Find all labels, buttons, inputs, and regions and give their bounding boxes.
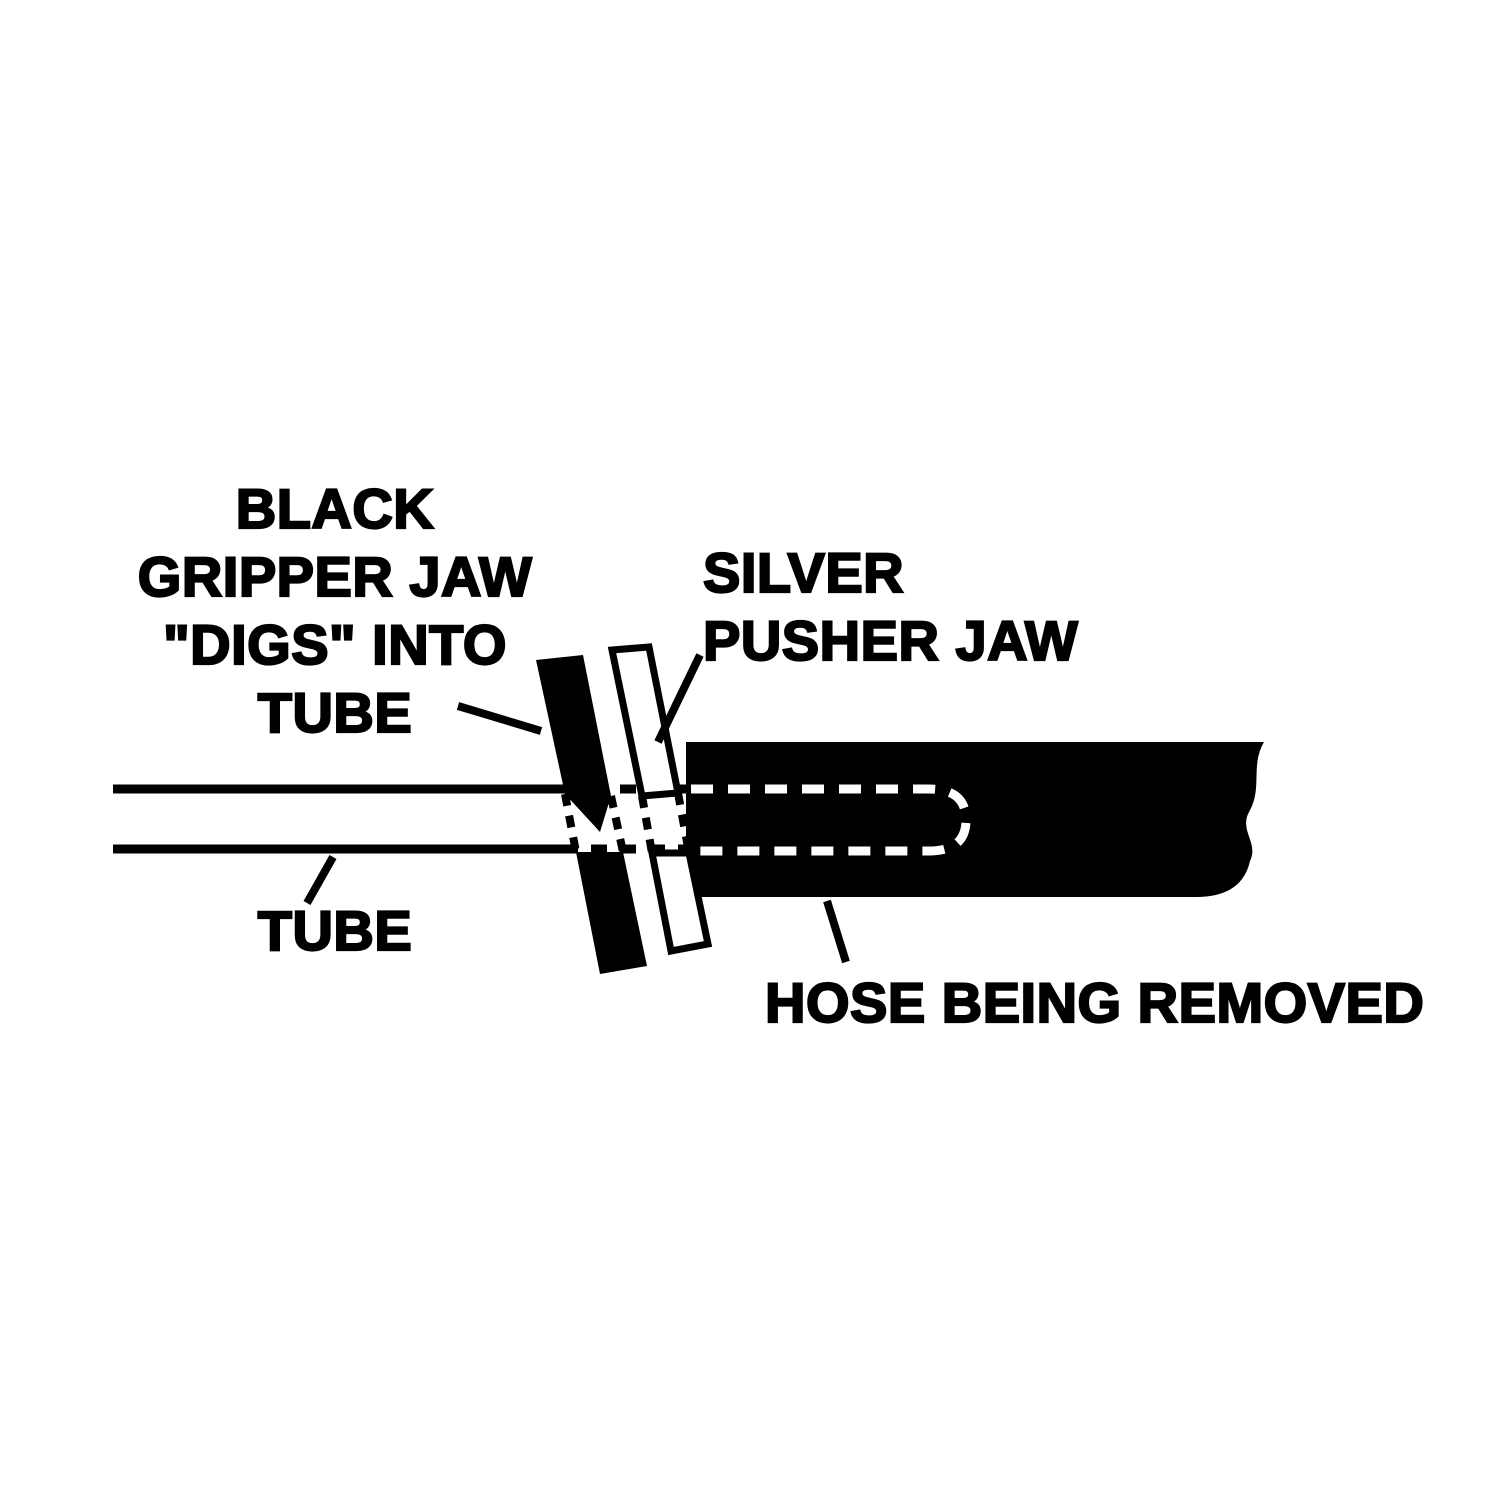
label-gripper-jaw-line4: TUBE xyxy=(258,681,412,744)
label-gripper-jaw-line1: BLACK xyxy=(236,477,434,540)
label-pusher-jaw: SILVER PUSHER JAW xyxy=(702,540,1079,673)
hose-shape xyxy=(686,742,1264,897)
silver-pusher-jaw-shape xyxy=(607,643,713,956)
label-gripper-jaw-line3: "DIGS" INTO xyxy=(163,613,507,676)
leader-line-hose xyxy=(823,899,850,964)
black-gripper-jaw-hidden-edge-left xyxy=(561,793,580,853)
silver-pusher-jaw-lower xyxy=(647,849,713,956)
leader-line-gripper-jaw xyxy=(456,702,543,735)
label-hose-being-removed: HOSE BEING REMOVED xyxy=(765,971,1424,1034)
tube-inside-hose-dashed-outline xyxy=(691,784,971,856)
label-pusher-jaw-line1: SILVER xyxy=(703,541,904,604)
silver-pusher-jaw-hidden-edge-right xyxy=(674,792,693,854)
black-gripper-jaw-lower xyxy=(576,852,647,974)
label-pusher-jaw-line2: PUSHER JAW xyxy=(703,609,1078,672)
label-gripper-jaw: BLACK GRIPPER JAW "DIGS" INTO TUBE xyxy=(137,476,533,745)
silver-pusher-jaw-hidden-edge-left xyxy=(638,795,656,854)
black-gripper-jaw-hidden-edge-right xyxy=(607,795,627,853)
black-gripper-jaw-upper xyxy=(536,655,611,832)
leader-line-pusher-jaw xyxy=(654,653,704,744)
leader-line-tube xyxy=(303,855,337,905)
label-gripper-jaw-line2: GRIPPER JAW xyxy=(138,545,532,608)
black-gripper-jaw-shape xyxy=(536,655,647,974)
label-tube: TUBE xyxy=(258,899,412,962)
